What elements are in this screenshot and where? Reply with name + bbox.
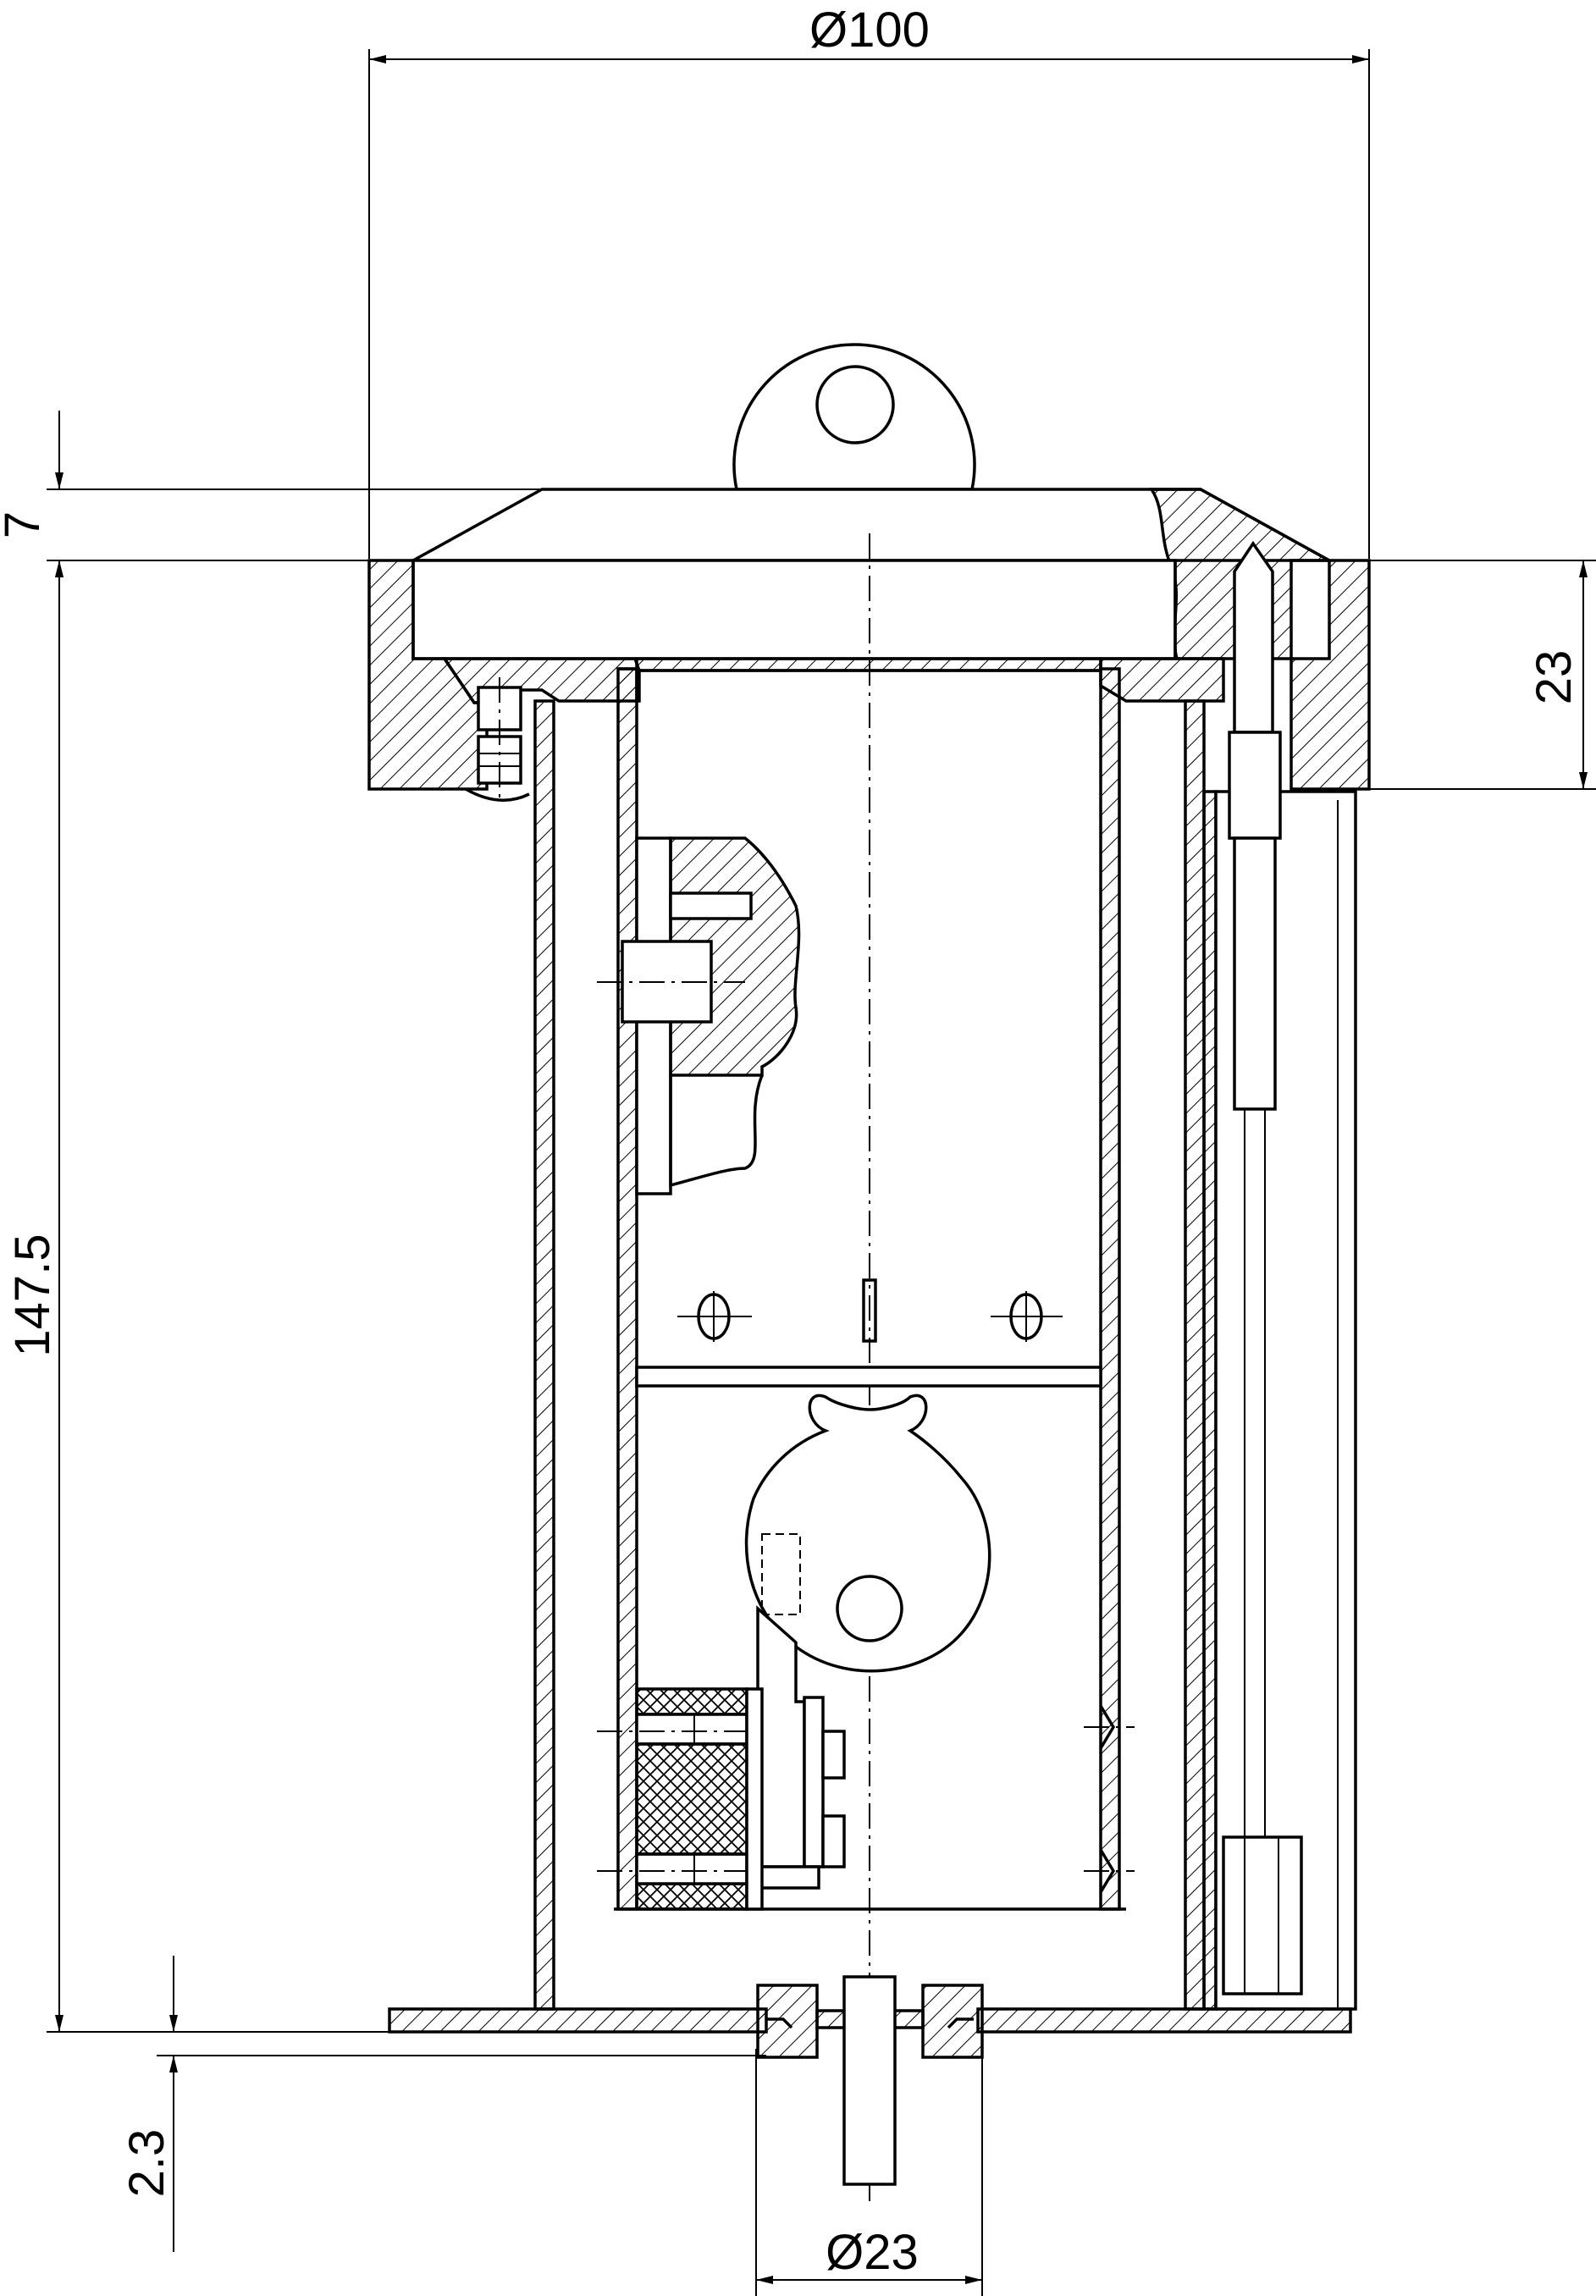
clamp-block	[597, 1687, 764, 1911]
dim-shaft-diameter: Ø23	[826, 2225, 919, 2280]
outer-wall-right	[1184, 699, 1206, 2011]
separator-plate	[635, 1366, 1102, 1388]
right-notches	[1084, 1705, 1135, 1893]
screw-left	[465, 677, 530, 802]
dim-body-height: 147.5	[5, 1234, 60, 1356]
dim-base-gap: 2.3	[119, 2129, 174, 2198]
inner-wall-left	[616, 667, 638, 1911]
dim-outer-diameter: Ø100	[809, 3, 930, 58]
dim-lid-rise: 7	[0, 511, 50, 538]
cam-wheel	[744, 1394, 991, 1673]
base-plate	[388, 1975, 1352, 2186]
pins-row	[677, 1278, 1063, 1343]
lid-assembly	[411, 343, 1330, 660]
dimension-lines	[47, 49, 1596, 2296]
dim-top-ring: 23	[1527, 650, 1582, 705]
top-ring-right	[1290, 559, 1371, 791]
inner-mechanism-upper	[597, 836, 801, 1195]
flange	[441, 657, 641, 704]
outer-wall-left	[533, 699, 555, 2011]
gas-spring	[1222, 540, 1339, 2009]
